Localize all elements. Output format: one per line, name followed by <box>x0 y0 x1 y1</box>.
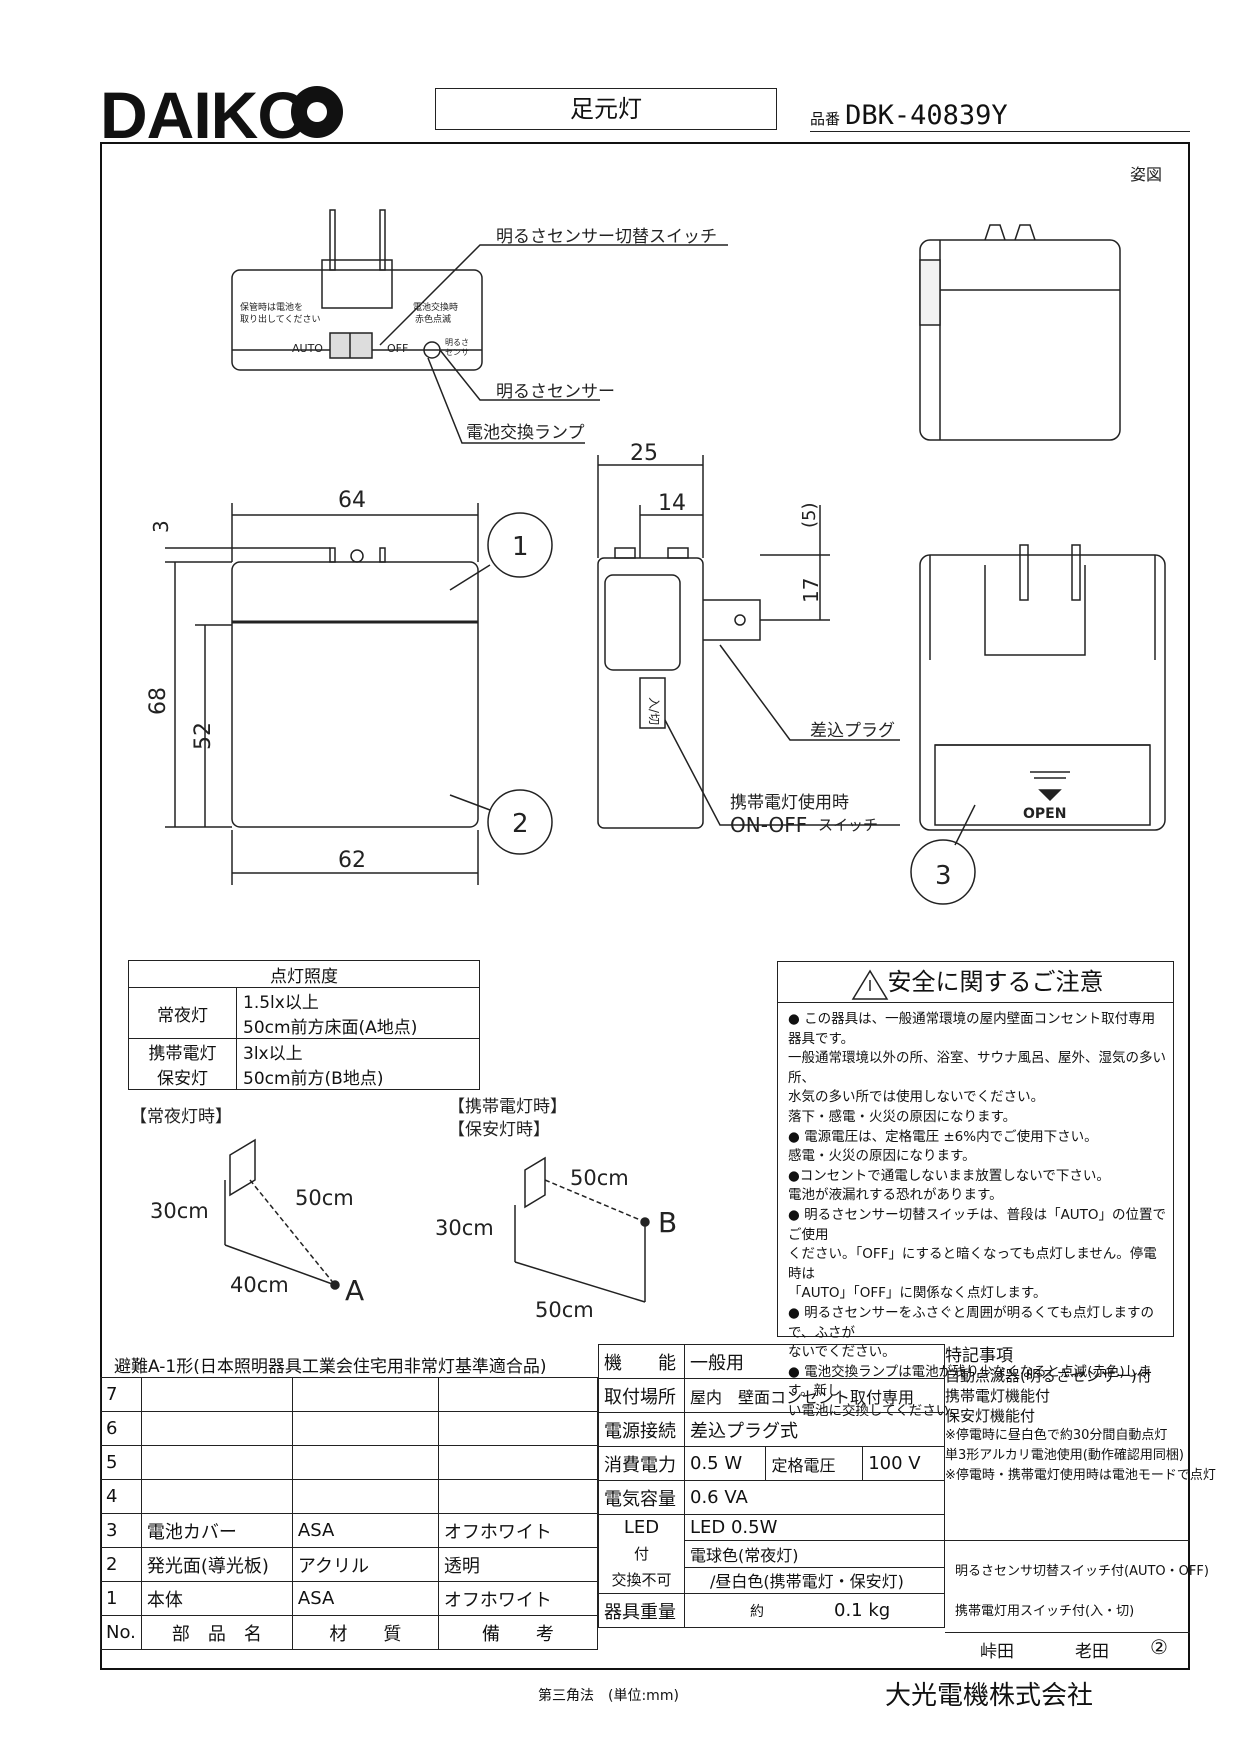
svg-text:センサ: センサ <box>445 348 469 357</box>
svg-text:50cm: 50cm <box>570 1166 629 1190</box>
plug-callout: 差込プラグ <box>810 721 895 741</box>
svg-text:取り出してください: 取り出してください <box>240 313 320 325</box>
svg-text:62: 62 <box>338 848 366 873</box>
svg-text:入/切: 入/切 <box>647 697 661 725</box>
projection-note: 第三角法 (単位:mm) <box>538 1688 679 1704</box>
table-row: 5 <box>100 1445 599 1480</box>
svg-text:68: 68 <box>146 687 171 715</box>
svg-text:ON-OFF: ON-OFF <box>730 813 807 837</box>
svg-text:50cm: 50cm <box>295 1186 354 1210</box>
battery-lamp-callout: 電池交換ランプ <box>466 423 585 443</box>
portable-diagram <box>514 1156 650 1303</box>
rear-view <box>919 544 1166 831</box>
svg-text:スイッチ: スイッチ <box>818 816 878 834</box>
perspective-view <box>919 224 1121 441</box>
table-row: 4 <box>100 1479 599 1514</box>
svg-text:30cm: 30cm <box>435 1216 494 1240</box>
table-row: 7 <box>100 1377 599 1412</box>
svg-text:25: 25 <box>630 441 658 466</box>
svg-text:50cm: 50cm <box>535 1298 594 1322</box>
night-diagram <box>224 1138 340 1290</box>
warning-icon <box>851 969 889 1000</box>
standard-note: 避難A-1形(日本照明器具工業会住宅用非常灯基準適合品) <box>114 1357 547 1377</box>
marker-1: 1 <box>512 532 529 562</box>
svg-text:明るさ: 明るさ <box>445 338 469 347</box>
sensor-callout: 明るさセンサー <box>496 382 615 402</box>
svg-text:14: 14 <box>658 491 686 516</box>
svg-text:64: 64 <box>338 488 366 513</box>
svg-text:赤色点滅: 赤色点滅 <box>415 313 451 325</box>
open-label: OPEN <box>1023 806 1066 822</box>
svg-text:40cm: 40cm <box>230 1273 289 1297</box>
figure-label: 姿図 <box>1130 165 1162 184</box>
side-view <box>597 455 976 905</box>
night-title: 【常夜灯時】 <box>130 1107 232 1127</box>
table-header: No.部 品 名材 質備 考 <box>100 1615 599 1650</box>
revision-mark: ② <box>1150 1635 1168 1659</box>
signer-2: 老田 <box>1075 1642 1109 1662</box>
svg-text:3: 3 <box>149 520 173 533</box>
product-name-box: 足元灯 <box>435 88 777 130</box>
svg-text:30cm: 30cm <box>150 1199 209 1223</box>
special-notes: 特記事項 自動点滅器(明るさセンサー)付携帯電灯機能付保安灯機能付 ※停電時に昼… <box>945 1346 1216 1483</box>
svg-text:(5): (5) <box>799 503 820 529</box>
safety-title: 安全に関するご注意 <box>778 962 1173 1003</box>
model-label: 品番 <box>810 110 841 128</box>
marker-2: 2 <box>512 809 529 839</box>
top-view <box>231 209 728 444</box>
brand-logo: DAIKO <box>100 78 309 152</box>
model-number: DBK-40839Y <box>845 100 1008 131</box>
point-a: A <box>345 1274 364 1307</box>
svg-text:AUTO: AUTO <box>292 342 323 355</box>
model-row: 品番 DBK-40839Y <box>810 100 1190 132</box>
portable-title-1: 【携帯電灯時】 <box>448 1097 567 1117</box>
front-view <box>165 503 553 885</box>
switch-callout: 明るさセンサー切替スイッチ <box>496 227 717 247</box>
drawing-frame <box>100 142 1190 1670</box>
illuminance-title: 点灯照度 <box>128 960 480 988</box>
marker-3: 3 <box>935 861 952 891</box>
svg-text:保管時は電池を: 保管時は電池を <box>240 301 303 313</box>
portable-switch-callout-1: 携帯電灯使用時 <box>730 792 849 813</box>
signer-1: 峠田 <box>980 1642 1014 1662</box>
spec-table: 機 能一般用 取付場所屋内 壁面コンセント取付専用 電源接続差込プラグ式 消費電… <box>598 1344 945 1628</box>
portable-title-2: 【保安灯時】 <box>448 1120 550 1140</box>
point-b: B <box>658 1206 677 1239</box>
safety-notice: 安全に関するご注意 ● この器具は、一般通常環境の屋内壁面コンセント取付専用器具… <box>777 961 1174 1419</box>
svg-text:17: 17 <box>799 578 823 603</box>
company-name: 大光電機株式会社 <box>885 1681 1094 1711</box>
logo-sun-icon <box>291 86 343 138</box>
svg-text:電池交換時: 電池交換時 <box>413 301 458 313</box>
table-row: 6 <box>100 1411 599 1446</box>
product-name: 足元灯 <box>570 95 642 123</box>
svg-text:52: 52 <box>191 722 216 750</box>
svg-text:OFF: OFF <box>387 342 408 355</box>
